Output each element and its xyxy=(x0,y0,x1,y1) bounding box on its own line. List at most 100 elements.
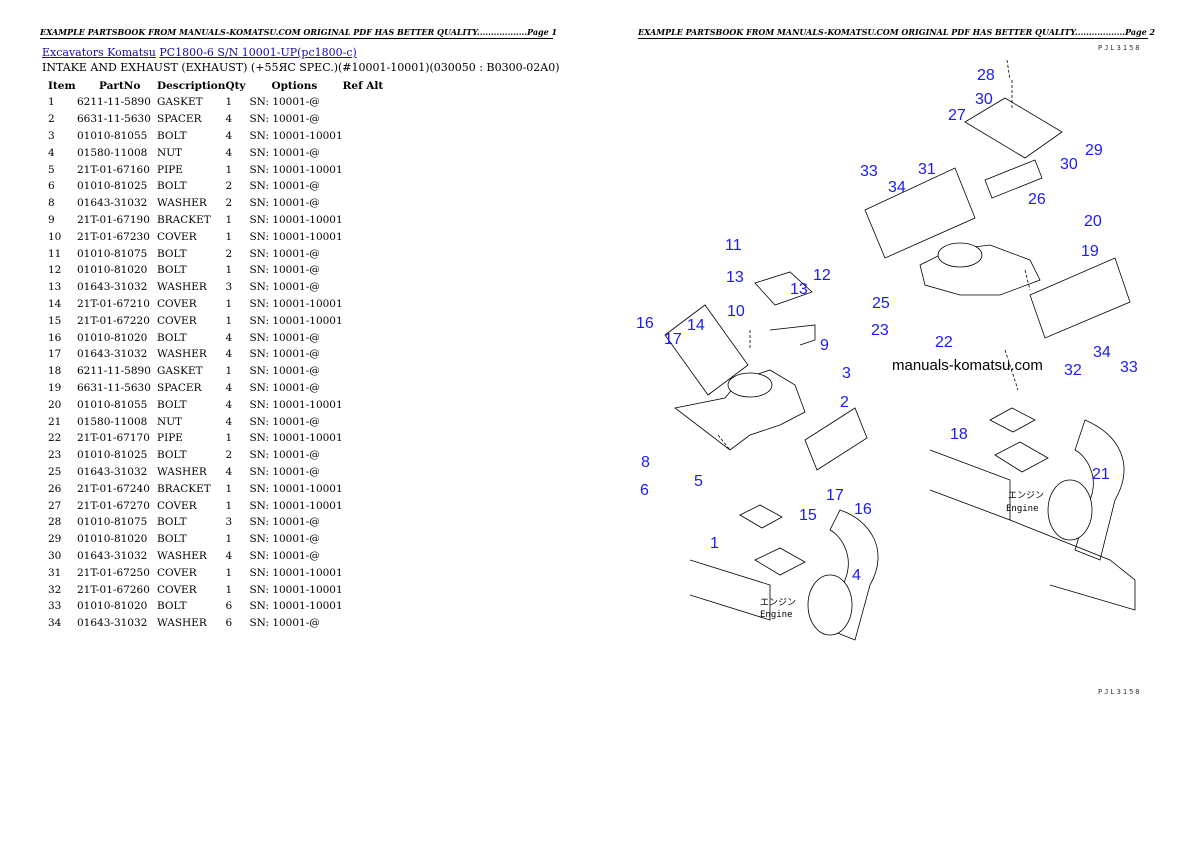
callout-label-1: 1 xyxy=(710,535,719,552)
cell-description: BOLT xyxy=(157,247,187,260)
cell-item: 15 xyxy=(48,314,62,327)
cell-description: COVER xyxy=(157,314,197,327)
callout-label-33: 33 xyxy=(860,163,878,180)
cell-options: SN: 10001-@ xyxy=(249,348,320,361)
parts-table: Item PartNo Description Qty Options Ref … xyxy=(42,77,393,632)
cell-qty: 1 xyxy=(225,533,233,546)
cell-item: 33 xyxy=(48,600,62,613)
callout-label-4: 4 xyxy=(852,567,861,584)
breadcrumb-link-model[interactable]: PC1800-6 S/N 10001-UP(pc1800-c) xyxy=(159,46,357,59)
callout-label-30: 30 xyxy=(1060,156,1078,173)
cell-qty: 4 xyxy=(225,348,233,361)
cell-description: BOLT xyxy=(157,264,187,277)
callout-label-15: 15 xyxy=(799,507,817,524)
cell-description: WASHER xyxy=(157,281,207,294)
cell-options: SN: 10001-10001 xyxy=(249,297,343,310)
cell-description: WASHER xyxy=(157,465,207,478)
callout-label-12: 12 xyxy=(813,267,831,284)
cell-partno: 01010-81025 xyxy=(77,449,148,462)
cell-description: BOLT xyxy=(157,129,187,142)
cell-item: 28 xyxy=(48,516,62,529)
cell-qty: 2 xyxy=(225,197,233,210)
cell-qty: 1 xyxy=(225,96,233,109)
cover-32-shape xyxy=(1029,257,1131,339)
cell-description: BOLT xyxy=(157,449,187,462)
cell-options: SN: 10001-10001 xyxy=(249,600,343,613)
cell-options: SN: 10001-@ xyxy=(249,113,320,126)
breadcrumb-link-excavators[interactable]: Excavators Komatsu xyxy=(42,46,156,59)
cell-partno: 6211-11-5890 xyxy=(77,365,151,378)
cell-qty: 1 xyxy=(225,230,233,243)
cell-description: GASKET xyxy=(157,365,203,378)
col-header-qty: Qty xyxy=(225,79,246,92)
cell-qty: 1 xyxy=(225,499,233,512)
cell-description: WASHER xyxy=(157,348,207,361)
cell-item: 17 xyxy=(48,348,62,361)
cell-partno: 01643-31032 xyxy=(77,348,148,361)
cell-qty: 4 xyxy=(225,146,233,159)
cell-options: SN: 10001-@ xyxy=(249,465,320,478)
cell-description: BOLT xyxy=(157,180,187,193)
cell-item: 2 xyxy=(48,113,55,126)
table-header-row: Item PartNo Description Qty Options Ref … xyxy=(42,77,393,94)
leader-lines xyxy=(717,59,1031,451)
callout-label-14: 14 xyxy=(687,317,705,334)
diagram-code-top: PJL3158 xyxy=(1098,44,1142,52)
cell-ref-alt xyxy=(343,94,393,111)
cell-partno: 01643-31032 xyxy=(77,549,148,562)
cell-item: 23 xyxy=(48,449,62,462)
col-header-description: Description xyxy=(157,79,226,92)
cell-options: SN: 10001-@ xyxy=(249,96,320,109)
cell-item: 25 xyxy=(48,465,62,478)
cell-qty: 1 xyxy=(225,432,233,445)
callout-label-2: 2 xyxy=(840,394,849,411)
turbo-flange-right xyxy=(994,441,1049,473)
cell-options: SN: 10001-10001 xyxy=(249,163,343,176)
cell-partno: 21T-01-67270 xyxy=(77,499,150,512)
cell-partno: 01010-81020 xyxy=(77,331,148,344)
cell-options: SN: 10001-@ xyxy=(249,281,320,294)
callout-label-33: 33 xyxy=(1120,359,1138,376)
callout-label-17: 17 xyxy=(664,331,682,348)
cell-options: SN: 10001-@ xyxy=(249,331,320,344)
cell-qty: 2 xyxy=(225,180,233,193)
engine-jp-label-left: エンジン xyxy=(760,598,796,608)
cell-options: SN: 10001-@ xyxy=(249,415,320,428)
cover-31-shape xyxy=(864,167,976,259)
cell-options: SN: 10001-10001 xyxy=(249,398,343,411)
cell-qty: 4 xyxy=(225,129,233,142)
cell-ref-alt xyxy=(343,128,393,145)
cell-qty: 1 xyxy=(225,314,233,327)
callout-label-30: 30 xyxy=(975,91,993,108)
cell-options: SN: 10001-@ xyxy=(249,180,320,193)
cell-description: COVER xyxy=(157,566,197,579)
callout-label-11: 11 xyxy=(725,237,742,254)
turbo-right-shape xyxy=(1047,479,1093,541)
table-row: 17 01643-31032 WASHER 4 SN: 10001-@ xyxy=(42,346,393,363)
cell-item: 19 xyxy=(48,381,62,394)
cell-ref-alt xyxy=(343,497,393,514)
callout-label-20: 20 xyxy=(1084,213,1102,230)
cell-options: SN: 10001-10001 xyxy=(249,566,343,579)
col-header-options: Options xyxy=(271,79,318,92)
callout-label-6: 6 xyxy=(640,482,649,499)
cell-description: SPACER xyxy=(157,381,202,394)
cell-partno: 6211-11-5890 xyxy=(77,96,151,109)
callout-label-22: 22 xyxy=(935,334,953,351)
cell-item: 16 xyxy=(48,331,62,344)
cell-options: SN: 10001-@ xyxy=(249,197,320,210)
cell-partno: 01010-81055 xyxy=(77,129,148,142)
cell-description: WASHER xyxy=(157,197,207,210)
gasket-1-shape xyxy=(739,504,783,529)
